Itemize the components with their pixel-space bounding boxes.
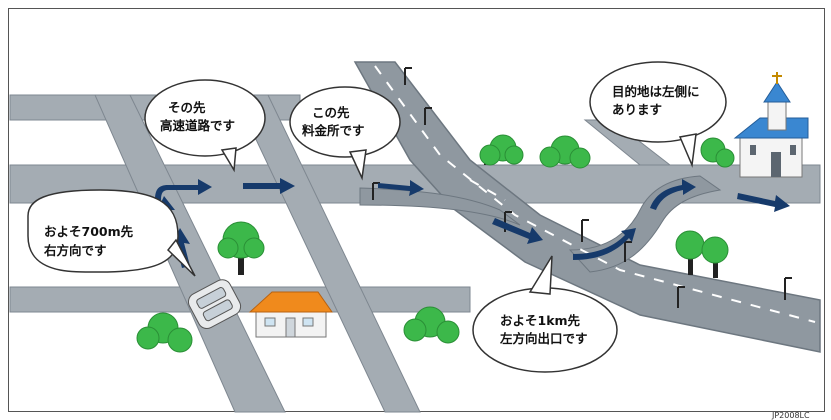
- tree-bush-3: [700, 137, 735, 168]
- bubble-tollgate-line1: この先: [312, 105, 350, 120]
- tree-bush-bottom-left: [136, 312, 193, 353]
- arrow-turn: [155, 179, 212, 200]
- diagonal-street-left: [94, 94, 286, 413]
- bubble-destination-line2: あります: [612, 102, 662, 117]
- arrow-final: [737, 193, 790, 212]
- car: [187, 279, 242, 330]
- tree-bush-bottom-mid: [403, 306, 460, 344]
- tree-bush-2: [539, 135, 591, 169]
- bubble-left-turn: およそ700m先 右方向です: [27, 189, 196, 277]
- trees: [136, 134, 735, 353]
- arrow-exit-up: [650, 179, 696, 210]
- bubble-tollgate: この先 料金所です: [289, 86, 401, 181]
- arrow-straight-1: [243, 178, 295, 194]
- church: [733, 72, 809, 178]
- image-code: JP2008LC: [771, 411, 810, 420]
- bubble-expressway-line2: 高速道路です: [160, 118, 235, 133]
- bubble-left-turn-line2: 右方向です: [43, 243, 107, 258]
- bubble-expressway-line1: その先: [168, 100, 206, 115]
- arrow-straight-2: [378, 180, 424, 196]
- house: [248, 291, 333, 338]
- bubble-destination-line1: 目的地は左側に: [612, 84, 700, 99]
- bubble-destination: 目的地は左側に あります: [589, 61, 727, 168]
- tree-big-left: [217, 221, 265, 275]
- arrow-ramp: [492, 218, 543, 244]
- bubble-exit: およそ1km先 左方向出口です: [472, 255, 618, 373]
- tree-pair-right: [675, 230, 729, 278]
- bubble-exit-line1: およそ1km先: [500, 313, 581, 328]
- arrow-exit-curve: [573, 228, 636, 260]
- bubble-tollgate-line2: 料金所です: [302, 123, 365, 138]
- diagonal-street-middle: [234, 94, 421, 413]
- bubble-exit-line2: 左方向出口です: [499, 331, 588, 346]
- tree-bush-1: [479, 134, 524, 166]
- bubble-expressway: その先 高速道路です: [144, 79, 266, 173]
- bubble-left-turn-line1: およそ700m先: [44, 224, 134, 239]
